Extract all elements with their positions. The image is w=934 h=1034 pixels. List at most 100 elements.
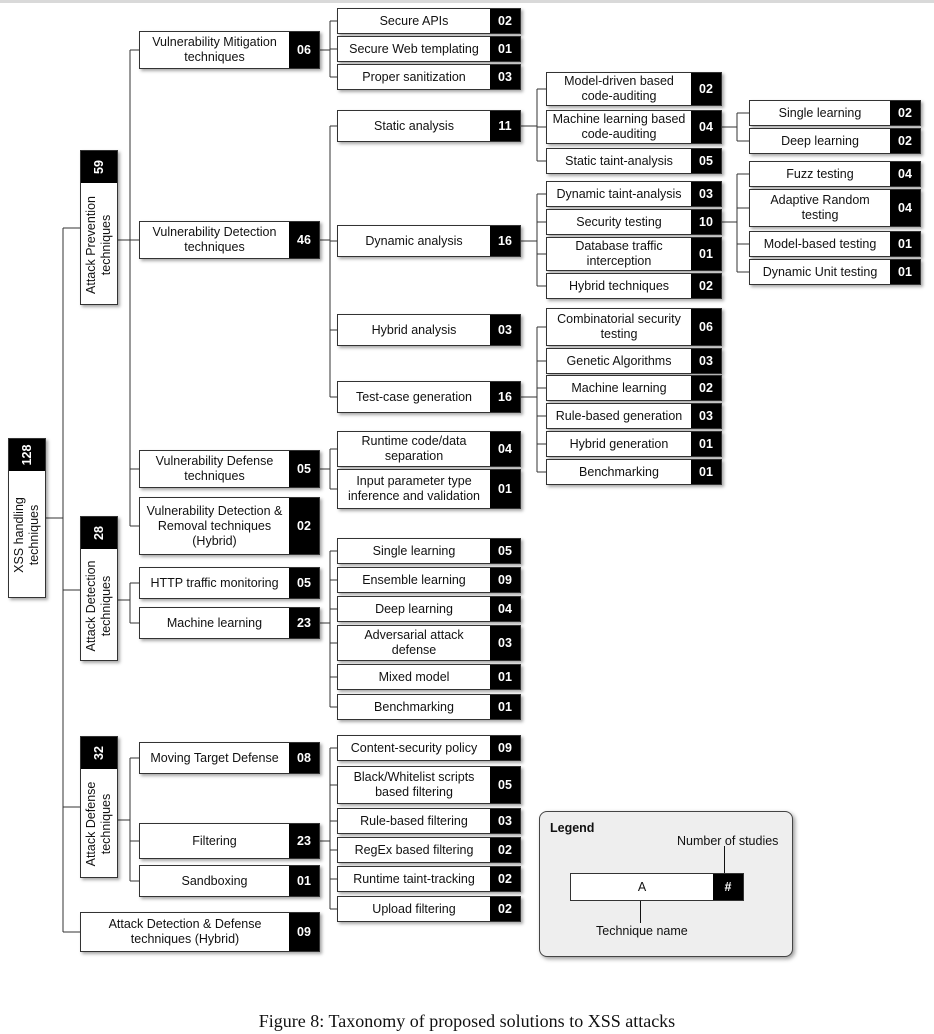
node-count-box: 32 xyxy=(81,737,117,769)
legend-name-label: Technique name xyxy=(596,924,688,938)
node-label: Fuzz testing xyxy=(786,166,854,181)
node-cst: Combinatorial security testing 06 xyxy=(546,308,722,346)
node-count: 04 xyxy=(890,190,920,226)
legend-sample-label: A xyxy=(637,880,647,894)
node-label: Genetic Algorithms xyxy=(566,353,672,368)
node-count: 03 xyxy=(691,404,721,428)
legend-title: Legend xyxy=(550,821,595,835)
node-count: 01 xyxy=(691,432,721,456)
node-count: 02 xyxy=(890,101,920,125)
node-count: 09 xyxy=(289,913,319,951)
node-label: Upload filtering xyxy=(372,901,456,916)
node-count: 05 xyxy=(490,767,520,803)
node-label: Input parameter type inference and valid… xyxy=(347,474,481,503)
node-fuzz: Fuzz testing 04 xyxy=(749,161,921,187)
node-addh: Attack Detection & Defense techniques (H… xyxy=(80,912,320,952)
node-count: 05 xyxy=(490,539,520,563)
node-label: Hybrid analysis xyxy=(371,322,457,337)
node-label: Rule-based generation xyxy=(555,408,683,423)
node-count: 23 xyxy=(289,824,319,858)
node-count: 03 xyxy=(490,809,520,833)
node-label: Dynamic taint-analysis xyxy=(556,186,682,201)
legend-number-label: Number of studies xyxy=(677,834,779,848)
node-count-box: 59 xyxy=(81,151,117,183)
node-count: 03 xyxy=(691,182,721,206)
node-label: Combinatorial security testing xyxy=(557,312,681,341)
node-count: 59 xyxy=(92,160,106,174)
node-label: Machine learning xyxy=(166,615,263,630)
node-label: Attack Detection techniques xyxy=(84,559,113,652)
node-count-box: 128 xyxy=(9,439,45,471)
node-label: Attack Defense techniques xyxy=(84,781,113,867)
node-label: Machine learning based code-auditing xyxy=(552,112,686,141)
node-label: Filtering xyxy=(192,833,237,848)
node-count: 01 xyxy=(691,460,721,484)
top-border xyxy=(0,0,934,3)
node-label: Secure Web templating xyxy=(349,41,479,56)
node-count: 02 xyxy=(691,73,721,105)
node-label: Database traffic interception xyxy=(575,239,663,268)
legend-sample-count: # xyxy=(713,874,743,900)
node-label: XSS handling techniques xyxy=(12,497,41,573)
node-count: 46 xyxy=(289,222,319,258)
node-count: 03 xyxy=(691,349,721,373)
node-count: 01 xyxy=(490,37,520,61)
node-count: 10 xyxy=(691,210,721,234)
node-label: Attack Detection & Defense techniques (H… xyxy=(108,917,262,946)
node-label: Dynamic Unit testing xyxy=(762,264,878,279)
node-label: Test-case generation xyxy=(355,389,473,404)
node-swt: Secure Web templating 01 xyxy=(337,36,521,62)
node-count: 02 xyxy=(490,838,520,862)
node-bm1: Benchmarking 01 xyxy=(546,459,722,485)
node-mdca: Model-driven based code-auditing 02 xyxy=(546,72,722,106)
node-vdt: Vulnerability Detection techniques 46 xyxy=(139,221,320,259)
node-label: Runtime code/data separation xyxy=(361,434,467,463)
node-count: 03 xyxy=(490,65,520,89)
node-count: 06 xyxy=(289,32,319,68)
node-count: 28 xyxy=(92,526,106,540)
node-count: 16 xyxy=(490,382,520,412)
node-label: Benchmarking xyxy=(579,464,659,479)
node-count: 02 xyxy=(691,274,721,298)
node-count: 06 xyxy=(691,309,721,345)
node-label: Adaptive Random testing xyxy=(770,193,870,222)
node-label: Attack Prevention techniques xyxy=(84,195,113,294)
node-label: Deep learning xyxy=(375,601,453,616)
node-count: 04 xyxy=(890,162,920,186)
node-iptv: Input parameter type inference and valid… xyxy=(337,469,521,509)
node-count: 05 xyxy=(289,568,319,598)
node-count: 04 xyxy=(490,597,520,621)
node-label: Adversarial attack defense xyxy=(364,628,464,657)
node-label: Model-driven based code-auditing xyxy=(564,74,674,103)
legend-sample-node: A # xyxy=(570,873,744,901)
node-count: 02 xyxy=(890,129,920,153)
node-tcg: Test-case generation 16 xyxy=(337,381,521,413)
node-count: 02 xyxy=(490,9,520,33)
node-label: Vulnerability Detection techniques xyxy=(152,225,277,254)
node-count: 16 xyxy=(490,226,520,256)
node-dta: Dynamic taint-analysis 03 xyxy=(546,181,722,207)
